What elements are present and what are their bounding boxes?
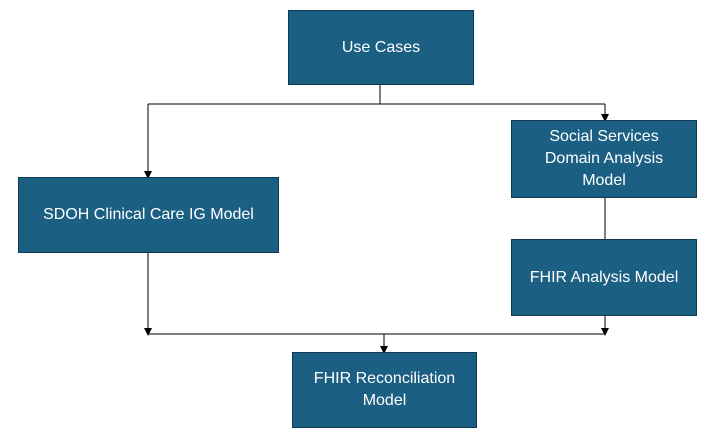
node-use-cases: Use Cases: [288, 10, 474, 85]
node-social-services-label: Social Services Domain Analysis Model: [544, 128, 664, 189]
node-social-services-domain-analysis-model: Social Services Domain Analysis Model: [511, 120, 697, 198]
node-fhir-analysis-label: FHIR Analysis Model: [529, 268, 679, 286]
node-use-cases-label: Use Cases: [341, 38, 421, 56]
node-fhir-reconciliation-model: FHIR Reconciliation Model: [292, 352, 477, 428]
node-sdoh-label: SDOH Clinical Care IG Model: [43, 206, 254, 223]
node-sdoh-clinical-care-ig-model: SDOH Clinical Care IG Model: [18, 177, 279, 253]
node-fhir-analysis-model: FHIR Analysis Model: [511, 239, 697, 316]
node-fhir-reconciliation-label: FHIR Reconciliation Model: [313, 370, 456, 409]
